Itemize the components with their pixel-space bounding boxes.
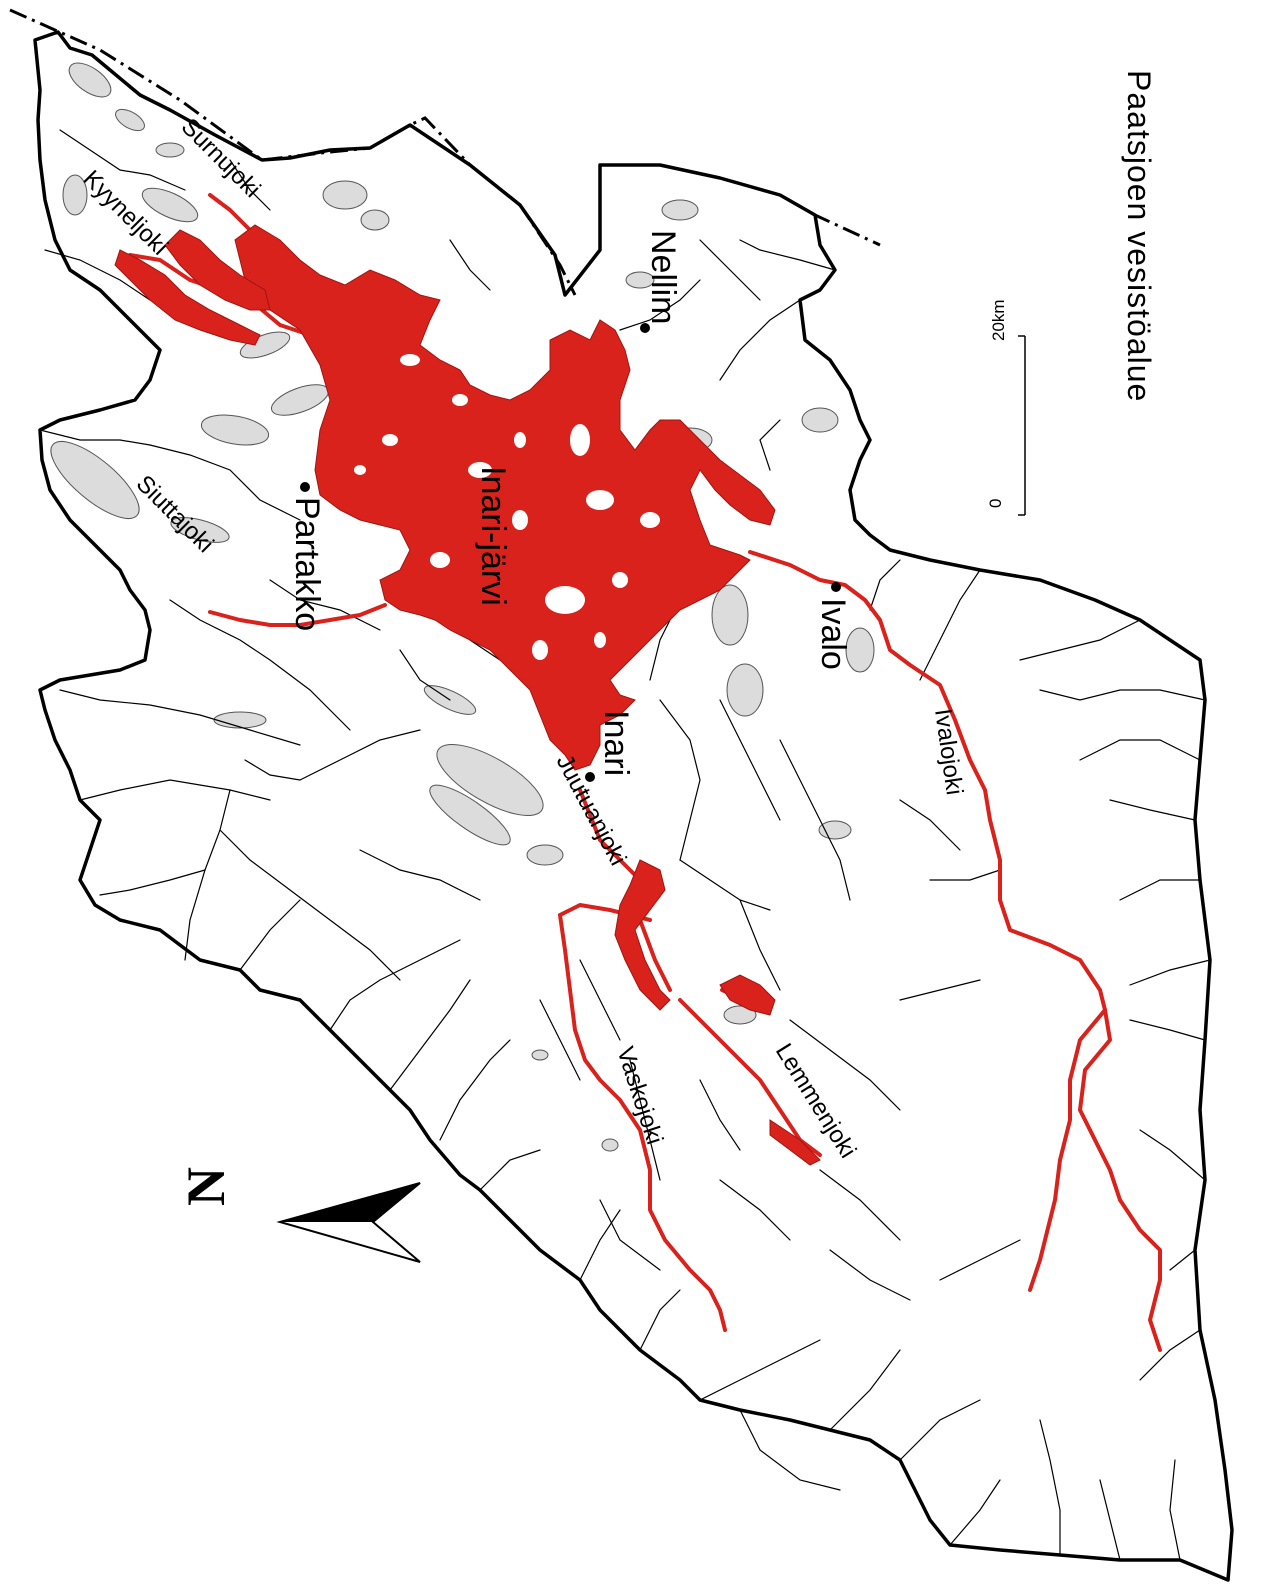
north-arrow: N	[176, 1167, 421, 1263]
place-label-nellim: Nellim	[644, 230, 682, 324]
scale-distance-label: 20km	[989, 299, 1008, 341]
state-border	[9, 8, 881, 296]
marker-nellim	[640, 323, 650, 333]
place-markers	[300, 323, 841, 782]
scale-zero-label: 0	[986, 499, 1005, 508]
place-label-inari: Inari	[597, 710, 635, 776]
marker-inari	[585, 772, 595, 782]
north-label: N	[176, 1167, 236, 1206]
map-title: Paatsjoen vesistöalue	[1121, 70, 1157, 402]
river-network	[39, 129, 1211, 1561]
marker-ivalo	[831, 582, 841, 592]
marker-partakko	[300, 482, 310, 492]
place-label-ivalo: Ivalo	[814, 598, 852, 670]
inari-lake-shape	[114, 224, 821, 1166]
lake-label: Inari-järvi	[474, 466, 512, 606]
lake-islands	[354, 354, 660, 660]
place-label-partakko: Partakko	[288, 497, 326, 631]
scale-bar: 0 20km	[986, 299, 1026, 516]
lake-label-inarijarvi: Inari-järvi	[474, 466, 512, 606]
